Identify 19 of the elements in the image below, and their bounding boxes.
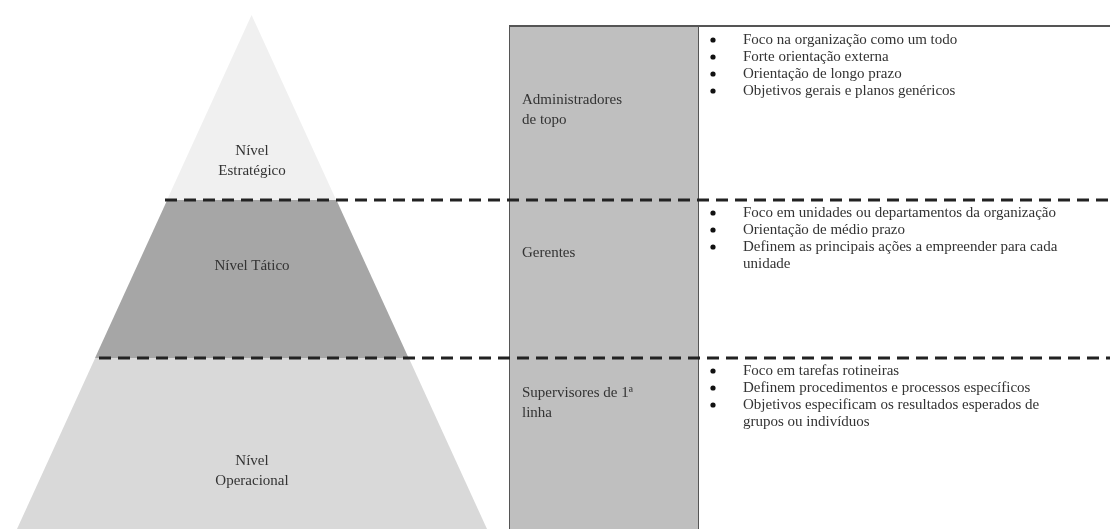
role-label: Administradores de topo xyxy=(522,90,623,129)
bullet-text: Foco na organização como um todo xyxy=(743,31,958,47)
role-label: Supervisores de 1ª linha xyxy=(522,383,634,422)
level-label: Nível Estratégico xyxy=(217,141,287,180)
bullet-text: Definem procedimentos e processos específicos xyxy=(743,379,1031,395)
bullet-text: Orientação de longo prazo xyxy=(743,65,902,81)
bullet-text: Objetivos gerais e planos genéricos xyxy=(743,82,956,98)
level-label: Nível Tático xyxy=(213,256,291,275)
level-label: Nível Operacional xyxy=(214,451,290,490)
bullet-text: Foco em tarefas rotineiras xyxy=(743,362,900,378)
bullet-text: Foco em unidades ou departamentos da organização xyxy=(743,204,1056,220)
bullet-text: Forte orientação externa xyxy=(743,48,889,64)
bullet-text: Orientação de médio prazo xyxy=(743,221,905,237)
role-cell xyxy=(509,200,699,358)
bullet-text: Definem as principais ações a empreender para cada unidade xyxy=(743,238,1058,271)
role-cell xyxy=(509,25,699,200)
role-label: Gerentes xyxy=(522,243,577,262)
bullet-text: Objetivos especificam os resultados esperados de grupos ou indivíduos xyxy=(743,396,1040,429)
role-cell xyxy=(509,358,699,529)
